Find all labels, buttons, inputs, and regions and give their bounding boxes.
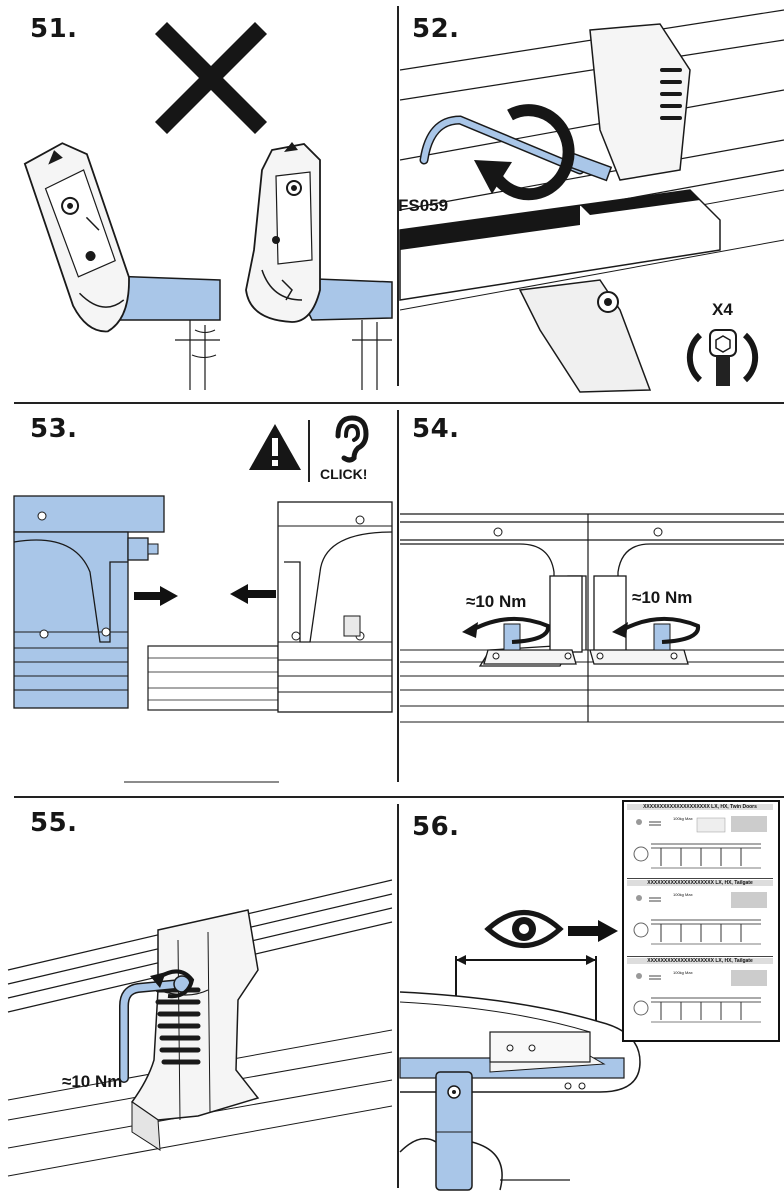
eye-icon (484, 910, 564, 948)
torque-label-left: ≈10 Nm (466, 592, 527, 611)
step55-illustration (7, 879, 393, 1177)
step54-illustration (400, 513, 784, 723)
step-number-55: 55. (30, 808, 78, 838)
load-panel-max: 100kg Max (673, 816, 693, 821)
horizontal-divider-1 (14, 402, 784, 404)
step51-correct-illustration (245, 142, 393, 390)
load-panel-max: 100kg Max (673, 970, 693, 975)
bolt-count-label: X4 (712, 300, 733, 319)
horizontal-divider-2 (14, 796, 784, 798)
vertical-divider-row1 (397, 6, 399, 386)
rotation-arrow-icon (612, 616, 701, 644)
bolt-icon (686, 329, 759, 386)
rotation-arrow-icon (150, 969, 195, 999)
van-diagram (633, 816, 767, 869)
load-panel-title: XXXXXXXXXXXXXXXXXXXX LX, HX, Twin Doors (627, 804, 773, 810)
rotation-arrow-icon (462, 616, 551, 644)
load-panel-title: XXXXXXXXXXXXXXXXXXXX LX, HX, Tailgate (627, 958, 773, 964)
load-panel-max: 100kg Max (673, 892, 693, 897)
warning-separator (308, 420, 310, 482)
step-number-53: 53. (30, 414, 78, 444)
part-code-label: FS059 (398, 196, 449, 215)
load-panel-title: XXXXXXXXXXXXXXXXXXXX LX, HX, Tailgate (627, 880, 773, 886)
torque-label-right: ≈10 Nm (632, 588, 693, 607)
click-sound-label: CLICK! (320, 466, 368, 482)
step52-illustration (399, 9, 784, 393)
torque-label-step55: ≈10 Nm (62, 1072, 123, 1091)
step56-illustration (399, 955, 641, 1191)
load-panel-tailgate-1: XXXXXXXXXXXXXXXXXXXX LX, HX, Tailgate 10… (627, 880, 773, 957)
rotation-arrow-icon (474, 104, 575, 201)
van-diagram (633, 892, 767, 945)
arrow-right-icon (134, 586, 178, 606)
step-number-51: 51. (30, 14, 78, 44)
vertical-divider-row3 (397, 804, 399, 1188)
step51-wrong-illustration (23, 142, 221, 390)
ear-icon (335, 415, 369, 463)
step-number-54: 54. (412, 414, 460, 444)
cross-icon (155, 22, 267, 134)
load-chart-inset: XXXXXXXXXXXXXXXXXXXX LX, HX, Twin Doors … (622, 800, 780, 1042)
load-panel-tailgate-2: XXXXXXXXXXXXXXXXXXXX LX, HX, Tailgate 10… (627, 958, 773, 1036)
load-panel-twin-doors: XXXXXXXXXXXXXXXXXXXX LX, HX, Twin Doors … (627, 804, 773, 879)
warning-icon (249, 424, 301, 470)
step53-illustration (13, 495, 393, 783)
arrow-left-icon (230, 584, 276, 604)
arrow-right-icon (568, 920, 618, 942)
step-number-52: 52. (412, 14, 460, 44)
van-diagram (633, 970, 767, 1023)
vertical-divider-row2 (397, 410, 399, 782)
step-number-56: 56. (412, 812, 460, 842)
